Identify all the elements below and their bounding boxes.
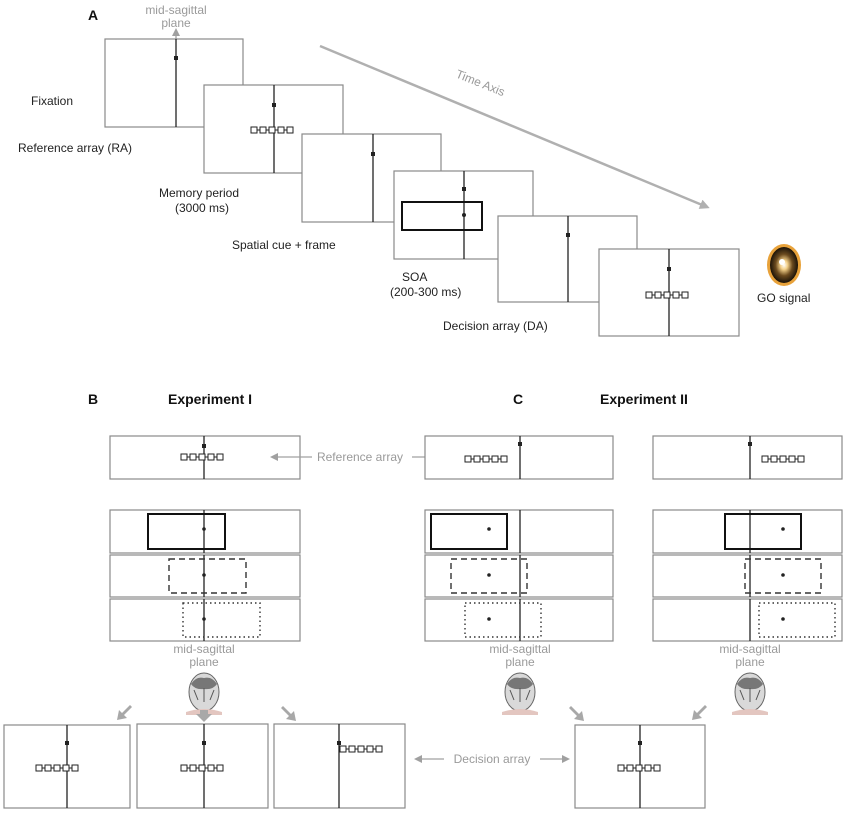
arrow-icon	[196, 710, 212, 722]
exp2-reference-screen-right	[652, 435, 843, 480]
label-soa-line2: (200-300 ms)	[390, 285, 461, 299]
exp1-cue-screen-dotted	[109, 598, 301, 642]
exp1-cue-screen-dashed	[109, 554, 301, 598]
label-go-signal: GO signal	[757, 291, 810, 305]
exp2-cue-screen-left-dotted	[424, 598, 614, 642]
exp1-cue-screen-solid	[109, 509, 301, 554]
square-array	[180, 453, 224, 461]
midsagittal-label-c-right-line2: plane	[735, 655, 765, 669]
exp2-cue-screen-right-dotted	[652, 598, 843, 642]
square-array	[617, 764, 661, 772]
midsagittal-label-c-right-line1: mid-sagittal	[719, 642, 780, 656]
exp1-reference-screen	[109, 435, 301, 480]
exp2-decision-screen	[574, 724, 706, 809]
square-array	[180, 764, 224, 772]
square-array	[761, 455, 805, 463]
experiment-2-title: Experiment II	[600, 391, 688, 407]
arrow-icon	[692, 705, 707, 720]
time-axis-label: Time Axis	[454, 67, 507, 99]
label-reference-array: Reference array (RA)	[18, 141, 132, 155]
label-spatial-cue: Spatial cue + frame	[232, 238, 336, 252]
arrow-icon	[117, 705, 132, 720]
head-icon	[732, 672, 768, 715]
experiment-1-title: Experiment I	[168, 391, 252, 407]
midsagittal-label-a-line1: mid-sagittal	[145, 3, 206, 17]
midsagittal-label-b-line2: plane	[189, 655, 219, 669]
fixation-point	[174, 56, 178, 60]
midsagittal-label-a-line2: plane	[161, 16, 191, 30]
exp2-cue-screen-left-solid	[424, 509, 614, 554]
label-decision-array: Decision array (DA)	[443, 319, 548, 333]
spatial-cue-dot	[462, 213, 466, 217]
exp1-decision-screen-center	[136, 723, 269, 809]
label-memory-period-line1: Memory period	[159, 186, 239, 200]
exp2-cue-screen-right-dashed	[652, 554, 843, 598]
square-array	[250, 126, 294, 134]
label-soa-line1: SOA	[402, 270, 427, 284]
midsagittal-label-c-left-line1: mid-sagittal	[489, 642, 550, 656]
square-array	[645, 291, 689, 299]
exp2-reference-screen-left	[424, 435, 614, 480]
reference-array-label: Reference array	[317, 450, 403, 464]
head-icon	[186, 672, 222, 715]
square-array	[35, 764, 79, 772]
exp1-decision-screen-left	[3, 724, 131, 809]
square-array	[339, 745, 383, 753]
panel-c-letter: C	[513, 391, 523, 407]
panel-b-letter: B	[88, 391, 98, 407]
time-axis-arrow	[319, 44, 710, 209]
panel-a-letter: A	[88, 7, 98, 23]
decision-array-label: Decision array	[454, 752, 531, 766]
label-memory-period-line2: (3000 ms)	[175, 201, 229, 215]
speaker-icon	[767, 244, 801, 286]
label-fixation: Fixation	[31, 94, 73, 108]
screen-decision-array	[598, 248, 740, 337]
arrow-icon	[569, 706, 584, 721]
midsagittal-label-b-line1: mid-sagittal	[173, 642, 234, 656]
head-icon	[502, 672, 538, 715]
exp1-decision-screen-right	[273, 723, 406, 809]
exp2-cue-screen-right-solid	[652, 509, 843, 554]
arrow-icon	[281, 706, 296, 721]
midsagittal-label-c-left-line2: plane	[505, 655, 535, 669]
square-array	[464, 455, 508, 463]
exp2-cue-screen-left-dashed	[424, 554, 614, 598]
